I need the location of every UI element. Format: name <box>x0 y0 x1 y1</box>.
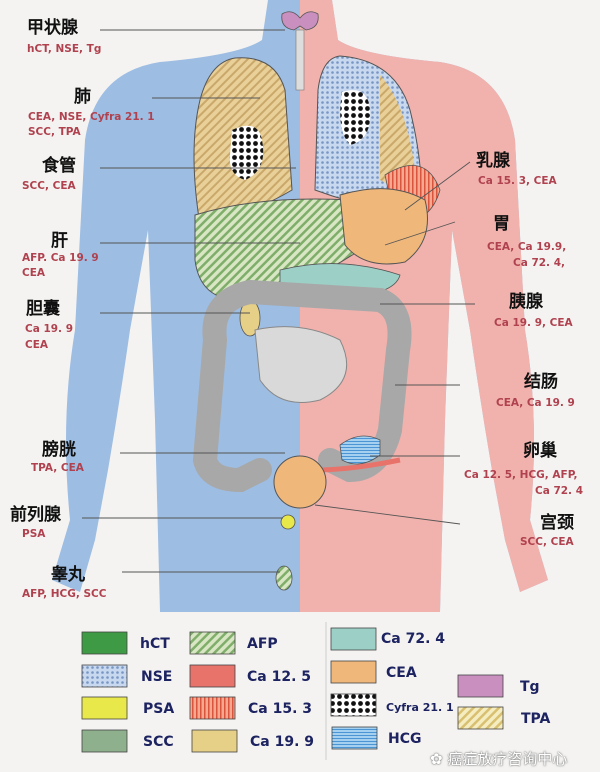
legend-swatch-tg <box>457 674 504 698</box>
organ-label-colon: 结肠 <box>524 372 558 392</box>
markers-cervix: SCC, CEA <box>520 536 574 548</box>
markers-liver-1: AFP. Ca 19. 9 <box>22 252 99 264</box>
markers-colon: CEA, Ca 19. 9 <box>496 397 575 409</box>
markers-ovary-2: Ca 72. 4 <box>535 485 584 497</box>
legend-label-scc: SCC <box>143 734 174 750</box>
organ-label-breast: 乳腺 <box>476 151 510 171</box>
testis <box>275 565 293 591</box>
legend-swatch-ca153 <box>189 696 236 720</box>
organ-label-testis: 睾丸 <box>51 565 85 585</box>
markers-gallbladder-2: CEA <box>25 339 49 351</box>
markers-stomach-1: CEA, Ca 19.9, <box>487 241 567 253</box>
markers-bladder: TPA, CEA <box>31 462 84 474</box>
legend-label-psa: PSA <box>143 701 175 717</box>
organ-label-gallbladder: 胆囊 <box>26 299 60 319</box>
markers-stomach-2: Ca 72. 4, <box>513 257 565 269</box>
markers-thyroid: hCT, NSE, Tg <box>27 43 102 55</box>
legend-swatch-ca199 <box>191 729 238 753</box>
markers-breast: Ca 15. 3, CEA <box>478 175 557 187</box>
legend-label-tpa: TPA <box>521 711 551 727</box>
small-intestine <box>254 326 348 403</box>
legend-swatch-cea <box>330 660 377 684</box>
markers-lung-1: CEA, NSE, Cyfra 21. 1 <box>28 111 155 123</box>
ovary <box>339 435 381 465</box>
lung-tumor-left <box>229 125 264 180</box>
organ-label-esophagus: 食管 <box>42 156 76 176</box>
legend-swatch-psa <box>81 696 128 720</box>
legend-label-tg: Tg <box>520 679 540 695</box>
markers-pancreas: Ca 19. 9, CEA <box>494 317 573 329</box>
legend-label-hct: hCT <box>140 636 170 652</box>
legend-swatch-ca724 <box>330 627 377 651</box>
organ-label-lung: 肺 <box>74 87 91 107</box>
markers-gallbladder-1: Ca 19. 9 <box>25 323 74 335</box>
thyroid <box>281 11 319 31</box>
markers-esophagus: SCC, CEA <box>22 180 76 192</box>
legend-swatch-afp <box>189 631 236 655</box>
legend-label-afp: AFP <box>247 636 278 652</box>
organ-label-thyroid: 甲状腺 <box>27 18 78 38</box>
legend-label-cyfra: Cyfra 21. 1 <box>386 701 454 714</box>
legend-swatch-nse <box>81 664 128 688</box>
legend-swatch-scc <box>81 729 128 753</box>
lung-tumor-right <box>340 90 371 145</box>
trachea <box>295 29 305 91</box>
organ-label-prostate: 前列腺 <box>10 505 61 525</box>
markers-lung-2: SCC, TPA <box>28 126 81 138</box>
legend-swatch-hct <box>81 631 128 655</box>
legend-swatch-tpa <box>457 706 504 730</box>
organ-label-ovary: 卵巢 <box>523 441 557 461</box>
watermark-text: 癌症放疗咨询中心 <box>447 750 568 768</box>
bladder <box>273 455 327 509</box>
legend-label-ca199: Ca 19. 9 <box>250 734 315 750</box>
organ-label-pancreas: 胰腺 <box>509 292 543 312</box>
organ-label-cervix: 宫颈 <box>540 513 574 533</box>
organ-label-liver: 肝 <box>51 231 68 251</box>
legend-swatch-cyfra <box>330 693 377 717</box>
legend-label-ca724: Ca 72. 4 <box>381 631 446 647</box>
legend-swatches <box>81 627 504 753</box>
organ-label-bladder: 膀胱 <box>42 440 76 460</box>
markers-ovary-1: Ca 12. 5, HCG, AFP, <box>464 469 578 481</box>
stomach <box>339 188 428 265</box>
wechat-icon: ✿ <box>430 750 448 768</box>
watermark: ✿ 癌症放疗咨询中心 <box>430 750 567 768</box>
legend-label-hcg: HCG <box>388 731 422 747</box>
legend-swatch-ca125 <box>189 664 236 688</box>
legend-label-cea: CEA <box>386 665 417 681</box>
organ-label-stomach: 胃 <box>493 214 510 234</box>
leader-lines <box>82 29 475 573</box>
legend-swatch-hcg <box>331 726 378 750</box>
legend-label-ca125: Ca 12. 5 <box>247 669 312 685</box>
markers-testis: AFP, HCG, SCC <box>22 588 107 600</box>
prostate <box>280 514 296 530</box>
markers-prostate: PSA <box>22 528 46 540</box>
markers-liver-2: CEA <box>22 267 46 279</box>
legend-label-ca153: Ca 15. 3 <box>248 701 313 717</box>
legend-label-nse: NSE <box>141 669 173 685</box>
